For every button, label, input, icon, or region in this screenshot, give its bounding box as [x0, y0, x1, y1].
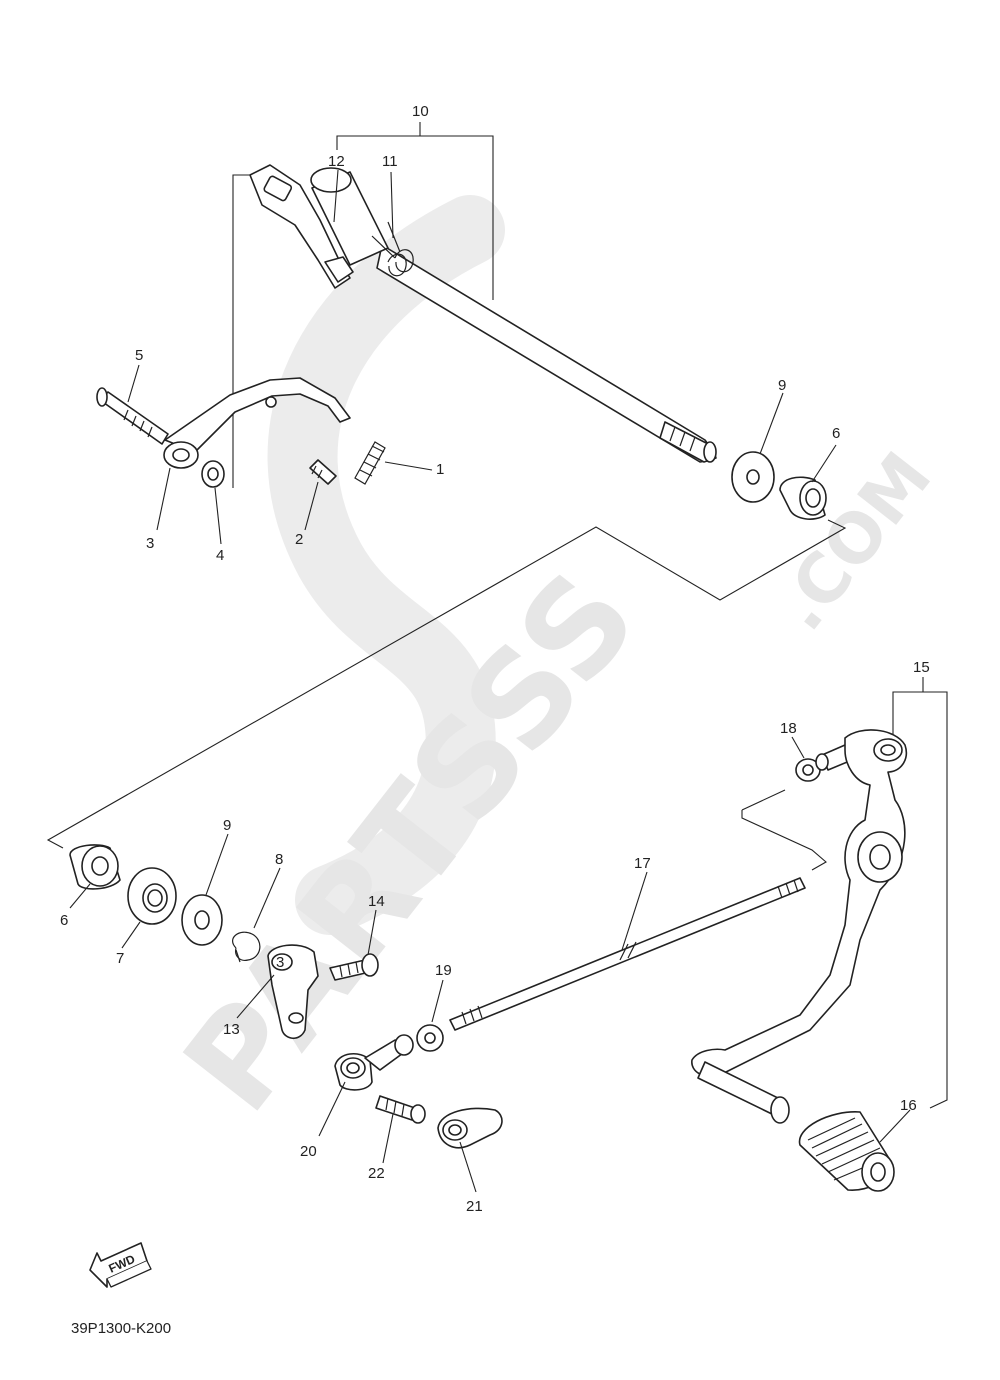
guide-lines: [46, 122, 948, 1109]
shift-pedal-group: [691, 729, 907, 1192]
callout-4: 4: [216, 547, 224, 564]
leader-lines: [69, 169, 911, 1193]
callout-20: 20: [300, 1143, 317, 1160]
callout-19: 19: [435, 962, 452, 979]
shift-rod: [416, 877, 806, 1052]
callout-labels: 10 12 11 5 1 2 3 4 9 6 15 18 9 8 17 14 6…: [60, 103, 930, 1215]
callout-3-lower: 3: [276, 954, 284, 971]
callout-21: 21: [466, 1198, 483, 1215]
washer-collar-upper: [731, 451, 827, 520]
callout-15: 15: [913, 659, 930, 676]
callout-9-lower: 9: [223, 817, 231, 834]
callout-6-lower: 6: [60, 912, 68, 929]
shift-shaft-assembly: [249, 164, 717, 463]
callout-3-upper: 3: [146, 535, 154, 552]
callout-12: 12: [328, 153, 345, 170]
callout-13: 13: [223, 1021, 240, 1038]
callout-2: 2: [295, 531, 303, 548]
callout-16: 16: [900, 1097, 917, 1114]
rod-end-group: [334, 1034, 503, 1149]
callout-18: 18: [780, 720, 797, 737]
fwd-arrow-icon: FWD: [89, 1242, 152, 1288]
callout-14: 14: [368, 893, 385, 910]
watermark-suffix: .COM: [761, 438, 947, 645]
callout-1: 1: [436, 461, 444, 478]
callout-6-upper: 6: [832, 425, 840, 442]
callout-10: 10: [412, 103, 429, 120]
lower-left-bearings: [69, 844, 261, 963]
diagram-code: 39P1300-K200: [71, 1320, 171, 1337]
stopper-lever-group: [96, 377, 386, 488]
shift-arm-group: [267, 944, 379, 1040]
callout-22: 22: [368, 1165, 385, 1182]
callout-7: 7: [116, 950, 124, 967]
callout-5: 5: [135, 347, 143, 364]
callout-8: 8: [275, 851, 283, 868]
callout-9-upper: 9: [778, 377, 786, 394]
callout-17: 17: [634, 855, 651, 872]
callout-11: 11: [382, 153, 398, 170]
